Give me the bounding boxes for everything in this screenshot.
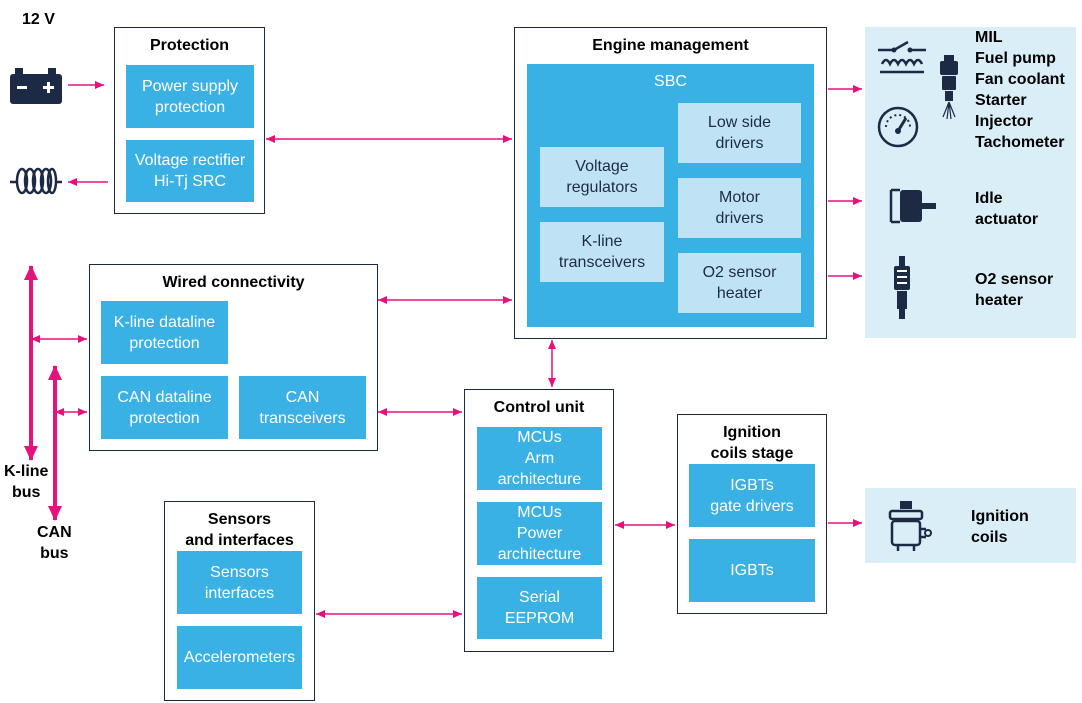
can-bus-label: CAN bus bbox=[37, 524, 72, 562]
idle-actuator-icon bbox=[889, 188, 936, 224]
accelerometers-block: Accelerometers bbox=[177, 626, 302, 689]
outputs-group-label: MIL Fuel pump Fan coolant Starter Inject… bbox=[975, 29, 1065, 151]
battery-icon bbox=[10, 68, 62, 104]
kline-transceivers-block: K-line transceivers bbox=[540, 222, 664, 282]
engine-management-title: Engine management bbox=[592, 37, 749, 54]
injector-icon bbox=[940, 55, 958, 120]
low-side-drivers-block: Low side drivers bbox=[678, 103, 801, 163]
ignition-stage-title: Ignition coils stage bbox=[710, 424, 794, 462]
igbts-block: IGBTs bbox=[689, 539, 815, 602]
power-supply-protection-block: Power supply protection bbox=[126, 65, 254, 128]
wired-connectivity-title: Wired connectivity bbox=[162, 274, 305, 291]
voltage-rectifier-block: Voltage rectifier Hi-Tj SRC bbox=[126, 140, 254, 202]
o2-sensor-icon bbox=[894, 256, 910, 319]
protection-title: Protection bbox=[149, 37, 230, 54]
kline-dataline-protection-block: K-line dataline protection bbox=[101, 301, 228, 364]
can-transceivers-block: CAN transceivers bbox=[239, 376, 366, 439]
can-dataline-protection-block: CAN dataline protection bbox=[101, 376, 228, 439]
ignition-coil-icon bbox=[888, 501, 932, 551]
kline-bus-label: K-line bus bbox=[4, 463, 49, 501]
tachometer-icon bbox=[877, 106, 919, 148]
sensors-title: Sensors and interfaces bbox=[185, 511, 294, 549]
igbts-gate-drivers-block: IGBTs gate drivers bbox=[689, 464, 815, 527]
motor-drivers-block: Motor drivers bbox=[678, 178, 801, 238]
serial-eeprom-block: Serial EEPROM bbox=[477, 577, 602, 639]
ignition-coils-label: Ignition coils bbox=[971, 508, 1029, 546]
supply-label: 12 V bbox=[22, 11, 55, 28]
mcus-power-block: MCUs Power architecture bbox=[477, 502, 602, 565]
sensors-interfaces-block: Sensors interfaces bbox=[177, 551, 302, 614]
control-unit-title: Control unit bbox=[493, 399, 585, 416]
idle-actuator-label: Idle actuator bbox=[975, 190, 1039, 228]
o2-sensor-heater-block: O2 sensor heater bbox=[678, 253, 801, 313]
coil-icon bbox=[10, 167, 62, 195]
outputs-panel-coils bbox=[865, 488, 1076, 563]
sbc-label: SBC bbox=[654, 73, 687, 90]
o2-sensor-label: O2 sensor heater bbox=[975, 271, 1054, 309]
mcus-arm-block: MCUs Arm architecture bbox=[477, 427, 602, 490]
relay-icon bbox=[878, 40, 926, 74]
voltage-regulators-block: Voltage regulators bbox=[540, 147, 664, 207]
